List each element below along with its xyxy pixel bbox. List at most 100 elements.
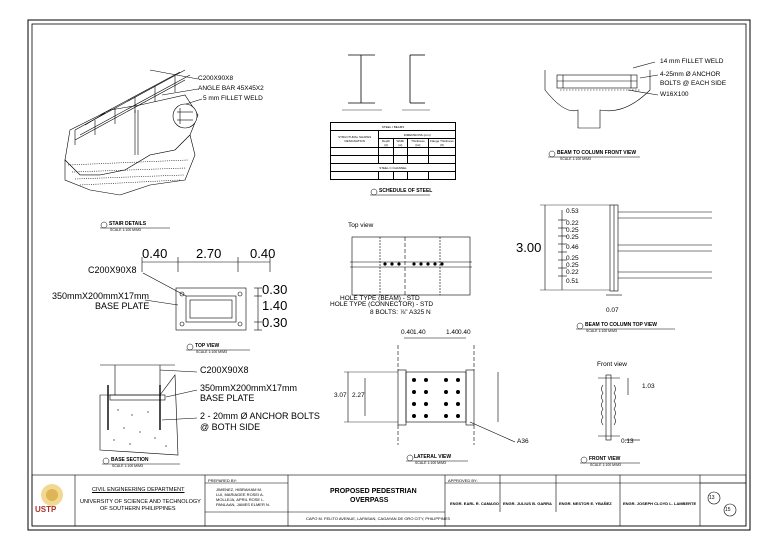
engineer-2: ENGR. JULIUS B. GARRA	[503, 501, 552, 506]
scale-note: SCALE 1:100 M/M3	[415, 461, 446, 465]
base-plate-top-drawing	[141, 257, 271, 331]
lateral-view-title: LATERAL VIEW	[414, 454, 452, 460]
front-weld-callout: 14 mm FILLET WELD	[660, 58, 724, 65]
scale-note: SCALE 1:100 M/M3	[590, 463, 621, 467]
lateral-steel-label: A36	[517, 438, 529, 445]
front-dim-top: 1.03	[642, 383, 655, 390]
beam-top-dim-2: 0.22	[566, 220, 579, 227]
lateral-dim-c: 1.40	[446, 329, 459, 336]
project-location: CAPO M. FELITO AVENUE, LAPASAN, CAGAYAN …	[306, 516, 451, 521]
engineer-3: ENGR. NESTOR E. YBAÑEZ	[559, 501, 612, 506]
prepared-label: PREPARED BY:	[208, 478, 238, 483]
stair-channel-callout: C200X90X8	[198, 75, 234, 82]
lateral-dim-a: 0.40	[401, 329, 414, 336]
student-3: MOLLEJA, APRIL ROSE L.	[216, 497, 265, 502]
sheet-total: 15	[725, 507, 731, 513]
base-section-drawing	[99, 364, 198, 456]
table-row	[329, 147, 380, 156]
dim-v3: 0.30	[262, 315, 288, 330]
lateral-dim-d: 0.40	[458, 329, 471, 336]
front-view-label: Front view	[597, 361, 627, 368]
top-view-label: Top view	[348, 222, 374, 229]
base-plate-top-title: TOP VIEW	[195, 343, 220, 349]
lateral-view-bolts	[412, 378, 460, 418]
sheet-number: 13	[709, 495, 715, 501]
hole-connector-note: HOLE TYPE (CONNECTOR) - STD	[330, 301, 434, 308]
ustp-logo-mark	[41, 484, 63, 506]
hole-beam-note: HOLE TYPE (BEAM) - STD	[340, 295, 420, 302]
width-header: Width (w)	[392, 138, 409, 148]
view-title-markers	[100, 150, 675, 465]
beam-top-dim-6: 0.25	[566, 255, 579, 262]
engineer-4: ENGR. JOSEPH CLOYD L. LAMBERTE	[623, 501, 697, 506]
dim-left: 0.40	[142, 246, 168, 261]
section-bolts-label-1: 2 - 20mm Ø ANCHOR BOLTS	[200, 411, 320, 421]
scale-note: SCALE 1:100 M/M3	[196, 350, 227, 354]
beam-top-dim-4: 0.25	[566, 234, 579, 241]
dim-v1: 0.30	[262, 282, 288, 297]
designation-header: STRUCTURAL SHAPES DESIGNATION	[329, 130, 380, 148]
front-view-title: FRONT VIEW	[589, 456, 621, 462]
university-line-2: OF SOUTHERN PHILIPPINES	[100, 506, 176, 512]
project-title-2: OVERPASS	[350, 497, 389, 504]
beam-top-dim-9: 0.51	[566, 278, 579, 285]
section-bolts-label-2: @ BOTH SIDE	[200, 422, 261, 432]
depth-header: Depth (d)	[378, 138, 394, 148]
stair-weld-callout: 5 mm FILLET WELD	[203, 95, 263, 102]
beam-top-dim-1: 0.53	[566, 208, 579, 215]
outer-border	[27, 19, 751, 531]
department-name: CIVIL ENGINEERING DEPARTMENT	[92, 487, 185, 493]
top-plate-label-2: BASE PLATE	[95, 301, 150, 311]
front-bolts-callout-1: 4-25mm Ø ANCHOR	[660, 71, 721, 78]
section-plate-label-1: 350mmX200mmX17mm	[200, 383, 298, 393]
stair-detail-drawing	[64, 69, 203, 196]
student-4: PANLAAN, JAMES ELMER N.	[216, 502, 270, 507]
beam-column-top-drawing	[540, 204, 712, 296]
beam-top-dim-8: 0.22	[566, 269, 579, 276]
approved-label: APPROVED BY:	[448, 478, 478, 483]
dim-v2: 1.40	[262, 298, 288, 313]
thickness-header: Thickness (tw)	[407, 138, 429, 148]
front-view-drawing	[598, 374, 640, 441]
dim-mid: 2.70	[196, 246, 222, 261]
dimensions-header: DIMENSIONS (mm)	[378, 130, 456, 139]
beam-top-bottom-dim: 0.07	[606, 307, 619, 314]
front-dim-bottom: 0.13	[621, 438, 634, 445]
engineer-1: ENGR. EARL R. CAMAGO	[450, 501, 500, 506]
base-section-title: BASE SECTION	[111, 457, 149, 463]
front-bolts-callout-2: BOLTS @ EACH SIDE	[660, 80, 727, 87]
beam-top-dim-5: 0.46	[566, 244, 579, 251]
university-line-1: UNIVERSITY OF SCIENCE AND TECHNOLOGY	[80, 499, 201, 505]
steel-section-profiles	[342, 54, 430, 111]
table-row	[329, 171, 380, 180]
project-title-1: PROPOSED PEDESTRIAN	[330, 488, 417, 495]
beam-top-dim-3: 0.25	[566, 227, 579, 234]
front-beam-callout: W16X100	[660, 91, 689, 98]
student-1: JIMENEZ, HIBRAHAM M.	[216, 487, 263, 492]
table-row	[329, 155, 380, 164]
title-block-grid	[31, 474, 747, 527]
lateral-view-drawing	[344, 337, 516, 445]
scale-note: SCALE 1:100 M/M3	[110, 228, 141, 232]
student-2: LUI, MARIAGEE ROSEI A.	[216, 492, 264, 497]
top-view-drawing	[350, 236, 472, 296]
ustp-logo: USTP	[35, 505, 57, 514]
scale-note: SCALE 1:100 M/M3	[112, 464, 143, 468]
flange-header: Flange Thickness (tf)	[427, 138, 457, 148]
top-plate-label-1: 350mmX200mmX17mm	[52, 291, 150, 301]
lateral-dim-h2: 2.27	[352, 392, 365, 399]
channel-header: STEEL C CHANNEL	[330, 163, 456, 172]
top-view-bolts	[383, 262, 444, 266]
scale-note: SCALE 1:100 M/M3	[560, 157, 591, 161]
section-channel-label: C200X90X8	[200, 365, 249, 375]
dim-right: 0.40	[250, 246, 276, 261]
section-plate-label-2: BASE PLATE	[200, 393, 255, 403]
beams-header: STEEL I BEAMS	[330, 122, 456, 131]
beam-column-front-drawing	[544, 61, 659, 129]
stair-details-title: STAIR DETAILS	[109, 221, 147, 227]
lateral-dim-b: 1.40	[413, 329, 426, 336]
stair-angle-callout: ANGLE BAR 45X45X2	[198, 85, 264, 92]
bolts-note: 8 BOLTS: ⅞" A325 N	[370, 309, 431, 316]
beam-top-title: BEAM TO COLUMN TOP VIEW	[585, 322, 657, 328]
